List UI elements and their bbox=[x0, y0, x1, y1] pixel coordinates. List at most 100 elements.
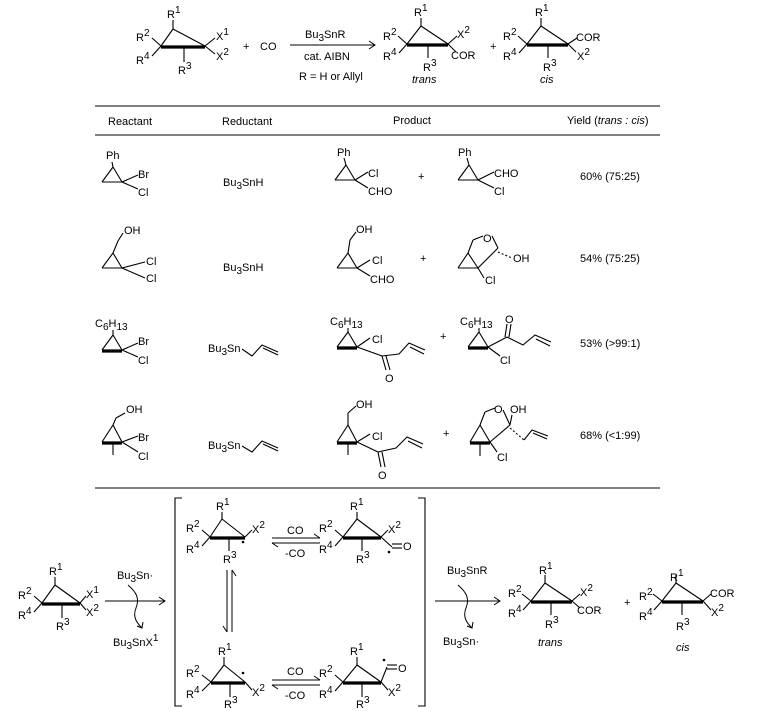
svg-text:O: O bbox=[378, 470, 387, 482]
svg-text:COR: COR bbox=[577, 605, 602, 617]
svg-text:R2: R2 bbox=[18, 586, 32, 602]
svg-text:Cl: Cl bbox=[500, 355, 510, 367]
row1-reductant: Bu3SnH bbox=[223, 177, 263, 192]
svg-text:R4: R4 bbox=[503, 47, 517, 63]
svg-text:R1: R1 bbox=[350, 497, 364, 513]
svg-text:Cl: Cl bbox=[485, 275, 495, 287]
svg-text:CO: CO bbox=[287, 666, 304, 678]
svg-text:R1: R1 bbox=[218, 642, 232, 658]
svg-text:R1: R1 bbox=[539, 561, 553, 577]
svg-text:R2: R2 bbox=[639, 587, 653, 603]
svg-text:OH: OH bbox=[356, 224, 373, 236]
svg-text:Cl: Cl bbox=[368, 168, 378, 180]
svg-text:cat. AIBN: cat. AIBN bbox=[304, 51, 350, 63]
svg-text:Bu3SnR: Bu3SnR bbox=[447, 565, 487, 580]
svg-text:CHO: CHO bbox=[370, 274, 395, 286]
svg-text:R3: R3 bbox=[545, 615, 559, 631]
svg-text:Ph: Ph bbox=[337, 147, 350, 159]
svg-text:CHO: CHO bbox=[368, 186, 393, 198]
svg-text:X2: X2 bbox=[580, 583, 593, 599]
mech-product-trans: R1 R2 R4 R3 X2 COR trans bbox=[508, 561, 602, 649]
svg-text:R3: R3 bbox=[56, 617, 70, 633]
svg-text:Br: Br bbox=[138, 336, 149, 348]
svg-text:O: O bbox=[385, 373, 394, 385]
inversion-equilibrium bbox=[222, 569, 237, 633]
equilibrium-top: CO -CO bbox=[271, 525, 321, 560]
table-row: C6H13 Br Cl Bu3Sn C6H13 Cl O + bbox=[95, 314, 640, 385]
svg-text:R2: R2 bbox=[186, 664, 200, 680]
svg-text:Cl: Cl bbox=[138, 355, 148, 367]
svg-text:+: + bbox=[440, 331, 446, 343]
svg-text:+: + bbox=[420, 253, 426, 265]
header-product: Product bbox=[393, 115, 431, 127]
svg-text:R3: R3 bbox=[224, 695, 238, 711]
svg-text:Cl: Cl bbox=[372, 334, 382, 346]
svg-text:Cl: Cl bbox=[372, 431, 382, 443]
svg-text:R3: R3 bbox=[356, 550, 370, 566]
general-reaction: R1 R2 R4 R3 X1 X2 + CO Bu3SnR cat. AIBN … bbox=[136, 3, 601, 86]
svg-text:OH: OH bbox=[356, 399, 373, 411]
svg-text:R3: R3 bbox=[356, 695, 370, 711]
svg-text:+: + bbox=[243, 41, 249, 53]
svg-text:R4: R4 bbox=[383, 47, 397, 63]
row1-yield: 60% (75:25) bbox=[580, 171, 640, 183]
mech-arrow-2: Bu3SnR Bu3Sn· bbox=[435, 565, 501, 651]
svg-text:X2: X2 bbox=[388, 683, 401, 699]
svg-text:R2: R2 bbox=[319, 664, 333, 680]
svg-text:Cl: Cl bbox=[494, 186, 504, 198]
svg-text:R2: R2 bbox=[186, 519, 200, 535]
svg-text:R4: R4 bbox=[319, 540, 333, 556]
general-reactant: R1 R2 R4 R3 X1 X2 bbox=[136, 5, 229, 77]
svg-text:X2: X2 bbox=[388, 520, 401, 536]
svg-text:Cl: Cl bbox=[138, 451, 148, 463]
radical-a: R1 R2 R4 R3 X2 bbox=[186, 497, 265, 566]
svg-text:+: + bbox=[418, 171, 424, 183]
svg-text:-CO: -CO bbox=[285, 548, 306, 560]
radical-b: R1 R2 R4 R3 X2 bbox=[186, 642, 265, 711]
header-reactant: Reactant bbox=[108, 116, 152, 128]
svg-text:trans: trans bbox=[412, 74, 437, 86]
svg-text:R4: R4 bbox=[186, 685, 200, 701]
svg-text:OH: OH bbox=[126, 404, 143, 416]
svg-text:+: + bbox=[443, 428, 449, 440]
svg-text:CHO: CHO bbox=[494, 168, 519, 180]
svg-text:+: + bbox=[490, 41, 496, 53]
svg-text:Cl: Cl bbox=[138, 187, 148, 199]
svg-text:Br: Br bbox=[138, 169, 149, 181]
svg-text:Cl: Cl bbox=[372, 255, 382, 267]
svg-text:X1: X1 bbox=[216, 27, 229, 43]
general-product-cis: R1 R2 R4 R3 COR X2 cis bbox=[503, 3, 601, 86]
svg-text:Br: Br bbox=[138, 432, 149, 444]
row4-yield: 68% (<1:99) bbox=[580, 430, 640, 442]
svg-text:R = H or Allyl: R = H or Allyl bbox=[299, 71, 363, 83]
svg-text:R4: R4 bbox=[136, 51, 150, 67]
svg-text:R2: R2 bbox=[136, 28, 150, 44]
svg-text:CO: CO bbox=[260, 41, 277, 53]
svg-text:R1: R1 bbox=[414, 3, 428, 19]
row4-reductant: Bu3Sn bbox=[208, 440, 241, 455]
svg-text:O: O bbox=[494, 404, 503, 416]
svg-text:R1: R1 bbox=[49, 562, 63, 578]
svg-text:X2: X2 bbox=[711, 603, 724, 619]
svg-text:R1: R1 bbox=[216, 497, 230, 513]
svg-text:R1: R1 bbox=[670, 568, 684, 584]
svg-text:OH: OH bbox=[513, 253, 530, 265]
row3-reductant: Bu3Sn bbox=[208, 343, 241, 358]
mech-reactant: R1 R2 R4 R3 X1 X2 bbox=[18, 562, 99, 633]
svg-text:cis: cis bbox=[540, 74, 554, 86]
table-row: Ph Br Cl Bu3SnH Ph Cl CHO + Ph CHO bbox=[101, 147, 640, 199]
svg-text:R2: R2 bbox=[503, 27, 517, 43]
acyl-radical-b: R1 R2 R4 R3 X2 O bbox=[319, 642, 407, 711]
svg-text:COR: COR bbox=[576, 32, 601, 44]
svg-text:Ph: Ph bbox=[458, 147, 471, 159]
svg-text:Bu3Sn·: Bu3Sn· bbox=[117, 570, 153, 585]
mech-arrow-1: Bu3Sn· Bu3SnX1 bbox=[105, 570, 166, 652]
mechanism: R1 R2 R4 R3 X1 X2 Bu3Sn· Bu3SnX1 bbox=[18, 497, 735, 711]
row3-yield: 53% (>99:1) bbox=[580, 338, 640, 350]
svg-text:C6H13: C6H13 bbox=[460, 316, 493, 331]
svg-text:Cl: Cl bbox=[497, 452, 507, 464]
svg-text:R4: R4 bbox=[186, 540, 200, 556]
svg-text:X2: X2 bbox=[457, 25, 470, 41]
svg-text:X2: X2 bbox=[252, 520, 265, 536]
svg-text:R4: R4 bbox=[639, 607, 653, 623]
